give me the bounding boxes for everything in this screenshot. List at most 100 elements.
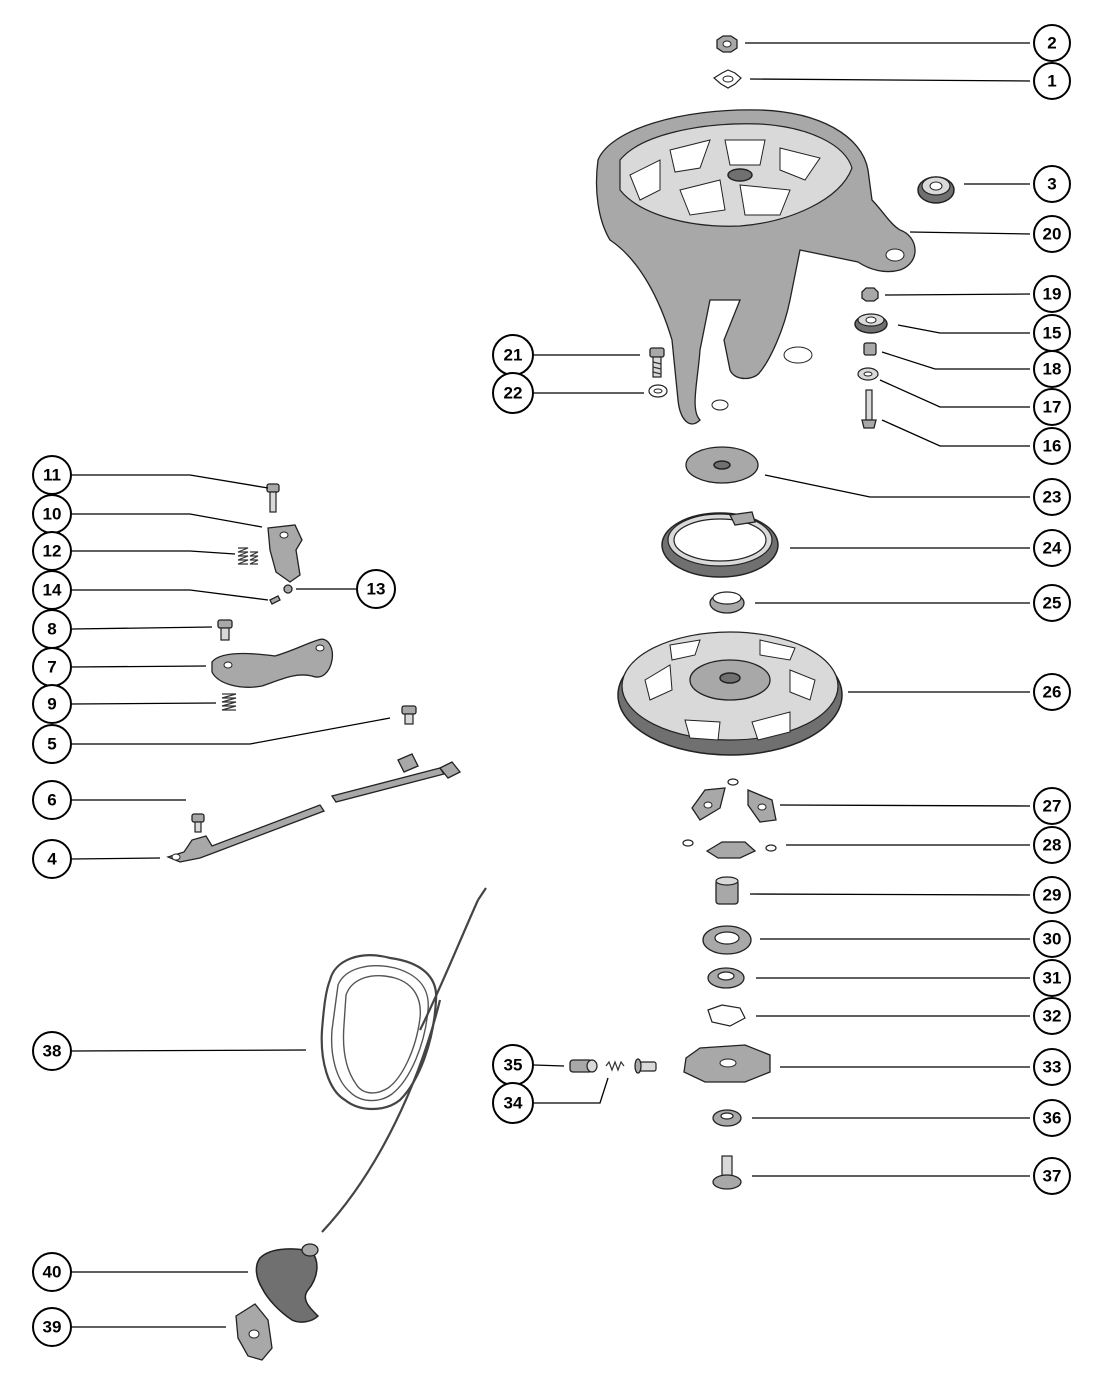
- callouts: 2 1 3 20 19 15 18 17 16 21 22 23 24 25 2…: [32, 24, 1071, 1347]
- callout-24: 24: [1033, 529, 1071, 567]
- callout-4: 4: [32, 839, 72, 879]
- callout-9: 9: [32, 684, 72, 724]
- part-grommet: [917, 176, 955, 204]
- part-nut-small: [861, 287, 879, 302]
- callout-22: 22: [492, 372, 534, 414]
- callout-label-19: 19: [1043, 285, 1062, 304]
- part-nut: [716, 35, 738, 53]
- callout-23: 23: [1033, 478, 1071, 516]
- callout-label-32: 32: [1043, 1007, 1062, 1026]
- callout-label-24: 24: [1043, 539, 1062, 558]
- callout-label-34: 34: [504, 1094, 523, 1113]
- leader-5: [72, 717, 391, 745]
- leader-38: [71, 1049, 307, 1052]
- callout-10: 10: [32, 494, 72, 534]
- part-center-shaft: [712, 1155, 742, 1190]
- leader-27: [779, 804, 1031, 807]
- leader-18: [881, 351, 1030, 370]
- part-springs: [237, 547, 259, 565]
- leader-23: [764, 474, 1030, 498]
- callout-14: 14: [32, 570, 72, 610]
- callout-36: 36: [1033, 1099, 1071, 1137]
- callout-label-18: 18: [1043, 360, 1062, 379]
- callout-31: 31: [1033, 959, 1071, 997]
- leader-16: [881, 419, 1030, 447]
- callout-26: 26: [1033, 673, 1071, 711]
- callout-20: 20: [1033, 215, 1071, 253]
- part-rope-handle: [255, 1243, 320, 1323]
- leader-4: [71, 857, 161, 860]
- callout-15: 15: [1033, 314, 1071, 352]
- part-lockout-lever: [211, 638, 334, 688]
- part-lever-bracket: [267, 524, 303, 583]
- callout-27: 27: [1033, 787, 1071, 825]
- callout-label-5: 5: [47, 735, 56, 754]
- callout-label-2: 2: [1047, 34, 1056, 53]
- callout-label-29: 29: [1043, 886, 1062, 905]
- callout-label-27: 27: [1043, 797, 1062, 816]
- part-small-pin: [269, 595, 281, 605]
- part-washer-large: [702, 925, 752, 955]
- callout-11: 11: [32, 455, 72, 495]
- leader-15: [897, 324, 1030, 334]
- callout-label-10: 10: [43, 505, 62, 524]
- part-pulley-bushing: [709, 591, 745, 614]
- part-spacer: [863, 342, 877, 356]
- callout-38: 38: [32, 1031, 72, 1071]
- callout-21: 21: [492, 334, 534, 376]
- part-link-screw: [217, 619, 233, 641]
- callout-label-38: 38: [43, 1042, 62, 1061]
- callout-39: 39: [32, 1307, 72, 1347]
- callout-label-36: 36: [1043, 1109, 1062, 1128]
- callout-label-11: 11: [43, 466, 61, 485]
- part-lever-spring: [221, 693, 237, 711]
- leader-19: [884, 293, 1031, 296]
- part-washer: [857, 367, 879, 381]
- callout-label-7: 7: [47, 658, 56, 677]
- callout-label-31: 31: [1043, 969, 1062, 988]
- part-handle-insert: [235, 1303, 273, 1361]
- leader-12: [72, 550, 236, 555]
- callout-2: 2: [1033, 24, 1071, 62]
- leader-29: [749, 893, 1031, 896]
- leader-8: [71, 626, 213, 630]
- callout-30: 30: [1033, 920, 1071, 958]
- callout-5: 5: [32, 724, 72, 764]
- part-link-rod: [166, 753, 462, 863]
- callout-12: 12: [32, 531, 72, 571]
- callout-3: 3: [1033, 165, 1071, 203]
- part-starter-housing: [595, 109, 916, 425]
- callout-34: 34: [492, 1082, 534, 1124]
- callout-label-35: 35: [504, 1056, 523, 1075]
- callout-35: 35: [492, 1044, 534, 1086]
- leader-10: [72, 513, 263, 528]
- part-bushing-tube: [715, 876, 739, 905]
- callout-label-39: 39: [43, 1318, 62, 1337]
- callout-label-14: 14: [43, 581, 62, 600]
- callout-1: 1: [1033, 62, 1071, 100]
- callout-label-8: 8: [47, 620, 56, 639]
- callout-label-21: 21: [504, 346, 523, 365]
- leader-1: [749, 78, 1031, 82]
- callout-16: 16: [1033, 427, 1071, 465]
- part-washer-medium: [707, 967, 745, 989]
- part-washer-bottom: [712, 1109, 742, 1127]
- callout-label-13: 13: [367, 580, 386, 599]
- callout-label-25: 25: [1043, 594, 1062, 613]
- part-link-screw-lower: [191, 813, 205, 833]
- part-starter-rope: [320, 887, 487, 1233]
- callout-32: 32: [1033, 997, 1071, 1035]
- callout-label-3: 3: [1047, 175, 1056, 194]
- callout-label-4: 4: [47, 850, 57, 869]
- callout-label-30: 30: [1043, 930, 1062, 949]
- leader-34: [534, 1077, 609, 1104]
- part-lever-screw: [266, 483, 280, 513]
- leader-7: [71, 665, 207, 668]
- part-lock-washer: [648, 384, 668, 398]
- part-link-screw-upper: [401, 705, 417, 725]
- callout-8: 8: [32, 609, 72, 649]
- callout-label-20: 20: [1043, 225, 1062, 244]
- leader-35: [533, 1064, 565, 1067]
- part-pawl-rings: [682, 778, 777, 859]
